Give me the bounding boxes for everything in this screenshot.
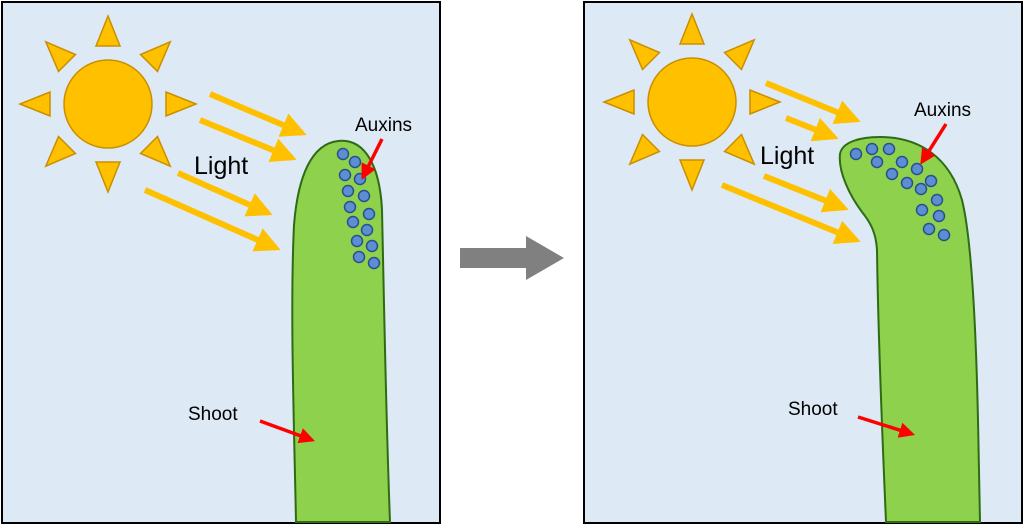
panel-before: Light Auxins Shoot — [1, 1, 441, 524]
auxin-dot — [348, 155, 362, 169]
light-label: Light — [760, 142, 814, 170]
auxin-dot — [362, 207, 376, 221]
auxin-dot — [865, 142, 879, 156]
light-ray-arrow — [762, 173, 849, 213]
auxin-dot — [882, 142, 896, 156]
auxin-dot — [915, 203, 929, 217]
auxin-dot — [357, 189, 371, 203]
light-ray-arrow — [176, 170, 273, 217]
auxin-dot — [849, 147, 863, 161]
light-ray-arrow — [784, 115, 839, 142]
auxin-dot — [343, 200, 357, 214]
light-ray-arrow — [720, 182, 861, 245]
auxin-dot — [338, 168, 352, 182]
auxin-cluster — [849, 142, 951, 242]
auxin-dot — [365, 239, 379, 253]
auxins-pointer-arrow — [361, 138, 384, 180]
shoot-pointer-arrow — [857, 415, 916, 438]
auxin-dot — [885, 167, 899, 181]
auxin-dot — [932, 209, 946, 223]
light-ray-arrow — [764, 80, 861, 124]
auxin-dot — [350, 234, 364, 248]
auxin-dot — [924, 174, 938, 188]
auxins-label: Auxins — [914, 100, 971, 121]
shoot-label: Shoot — [188, 404, 238, 425]
auxin-dot — [346, 215, 360, 229]
auxin-dot — [937, 228, 951, 242]
auxin-cluster — [336, 147, 381, 270]
auxin-dot — [352, 250, 366, 264]
auxin-dot — [922, 222, 936, 236]
light-rays — [143, 91, 307, 252]
auxin-dot — [341, 184, 355, 198]
auxin-dot — [367, 256, 381, 270]
auxin-dot — [895, 155, 909, 169]
right-arrow-icon — [460, 236, 564, 280]
light-ray-arrow — [208, 91, 307, 137]
light-ray-arrow — [143, 187, 281, 252]
shoot-straight — [291, 139, 392, 523]
sun-icon — [17, 13, 199, 195]
auxins-pointer-arrow — [920, 123, 948, 165]
light-ray-arrow — [198, 117, 297, 162]
auxin-dot — [900, 176, 914, 190]
auxin-dot — [336, 147, 350, 161]
auxin-dot — [910, 162, 924, 176]
light-rays — [720, 80, 861, 245]
auxin-dot — [914, 182, 928, 196]
panel-after: Light Auxins Shoot — [583, 1, 1023, 524]
auxin-dot — [870, 155, 884, 169]
sun-icon — [601, 11, 783, 193]
light-label: Light — [194, 152, 248, 180]
auxin-dot — [930, 193, 944, 207]
shoot-pointer-arrow — [259, 419, 315, 444]
shoot-label: Shoot — [788, 399, 838, 420]
auxins-label: Auxins — [355, 115, 412, 136]
auxin-dot — [360, 223, 374, 237]
